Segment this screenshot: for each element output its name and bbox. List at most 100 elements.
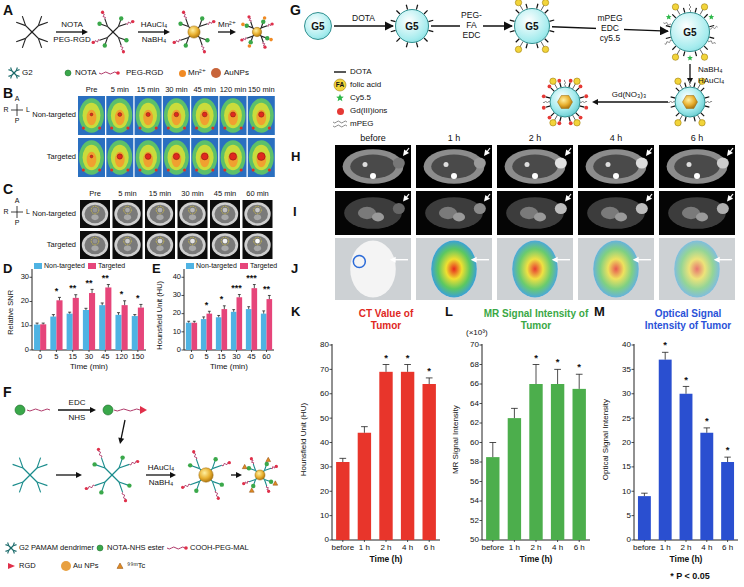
axis-tick: [182, 277, 185, 278]
mr-image: [143, 152, 153, 168]
tc-label-symbol: [273, 481, 278, 485]
data-bar: [336, 462, 349, 540]
dendrimer-branch: [30, 468, 37, 475]
folic-acid: [701, 4, 707, 10]
nota-group: [200, 16, 204, 20]
nota-group: [188, 463, 192, 467]
axis-tick: [632, 442, 635, 443]
dota-chelator: [537, 43, 538, 48]
time-header: 45 min: [193, 86, 216, 95]
axis-tick: [557, 540, 558, 542]
ct-image: [210, 200, 240, 228]
orientation-letter: P: [15, 219, 20, 227]
axis-title: Hounsfield Unit (HU): [156, 281, 165, 350]
mr-image: [78, 138, 105, 177]
nota-group: [97, 22, 101, 26]
error-bar: [193, 321, 196, 322]
ct-image: [215, 205, 236, 223]
orientation-letter: P: [15, 117, 20, 125]
mr-image: [696, 213, 708, 222]
data-bar: [34, 325, 40, 350]
ct-image: [243, 231, 273, 259]
axis-tick: [480, 501, 483, 502]
data-bar: [132, 316, 138, 350]
arrow-head: [484, 150, 490, 157]
axis-title: Optical Signal Intensity: [601, 399, 610, 480]
ct-image: [113, 231, 143, 259]
tick-label: 2 h: [380, 543, 391, 552]
tick-label: 20: [21, 297, 29, 306]
dendrimer-branch: [119, 482, 123, 492]
tumor-outline: [254, 237, 262, 245]
reagent-label: NaBH₄: [698, 65, 723, 74]
dendrimer-branch: [264, 468, 271, 470]
tumor-outline: [254, 206, 262, 214]
mr-image: [268, 168, 271, 171]
error-bar: [209, 311, 210, 313]
nota-group: [184, 43, 188, 47]
significance-mark: *: [55, 286, 59, 296]
tick-label: 56: [470, 477, 479, 486]
error-bar: [514, 408, 515, 418]
ct-image: [444, 162, 449, 167]
ct-image: [606, 162, 611, 167]
panel-letter: F: [3, 384, 12, 400]
axis-title: Time (min): [70, 362, 108, 371]
dendrimer-branch: [32, 26, 38, 32]
mr-image: [256, 152, 266, 168]
mpeg-chain: [705, 101, 712, 103]
optical-image: [416, 238, 492, 300]
dota-chelator: [516, 39, 520, 43]
ct-image: [82, 233, 108, 257]
ct-image: [659, 145, 735, 188]
arrow-head: [403, 195, 409, 202]
error-bar: [511, 408, 518, 409]
tick-label: 150: [132, 353, 145, 362]
data-bar: [261, 314, 267, 350]
row-label: Non-targeted: [32, 210, 76, 219]
gd-ion: [548, 116, 552, 120]
time-header: 6 h: [691, 133, 704, 143]
tumor-signal: [393, 158, 405, 169]
mn-ion: [241, 23, 245, 27]
dota-chelator: [549, 20, 554, 21]
time-header: 5 min: [118, 190, 136, 199]
tick-label: before: [633, 543, 656, 552]
ct-image: [370, 173, 376, 179]
tick-label: 4 h: [701, 543, 712, 552]
mr-image: [223, 168, 226, 171]
gold-nanoparticle: [255, 470, 265, 480]
axis-tick: [182, 331, 185, 332]
axis-tick: [632, 540, 635, 541]
rgd-peptide: [212, 20, 215, 23]
mr-image: [167, 126, 170, 129]
significance-mark: **: [85, 278, 92, 288]
panel-letter: B: [3, 85, 13, 101]
error-bar: [339, 458, 346, 459]
mr-image: [98, 126, 101, 129]
dendrimer-branch: [212, 481, 215, 490]
ct-image: [363, 162, 368, 167]
rgd-peptide: [192, 450, 195, 453]
node-label: G5: [525, 21, 538, 32]
mr-image: [82, 168, 85, 171]
tumor-signal: [555, 158, 567, 169]
reaction-arrow: [121, 420, 125, 439]
rgd-peptide: [92, 41, 95, 44]
axis-tick: [330, 466, 333, 467]
mr-image: [416, 191, 492, 235]
optical-image: [674, 240, 720, 297]
ct-image: [687, 162, 692, 167]
error-bar: [269, 295, 270, 299]
g5-dendrimer: [550, 87, 580, 117]
data-bar: [659, 360, 672, 540]
tumor-outline: [221, 206, 229, 214]
mr-image: [268, 126, 271, 129]
folic-acid: [675, 78, 681, 84]
dota-chelator: [428, 20, 433, 21]
legend-sample: [116, 71, 120, 75]
rgd-peptide: [140, 406, 147, 414]
dota-chelator: [406, 42, 407, 47]
tick-label: 2 h: [530, 543, 541, 552]
tumor-signal: [259, 112, 264, 117]
